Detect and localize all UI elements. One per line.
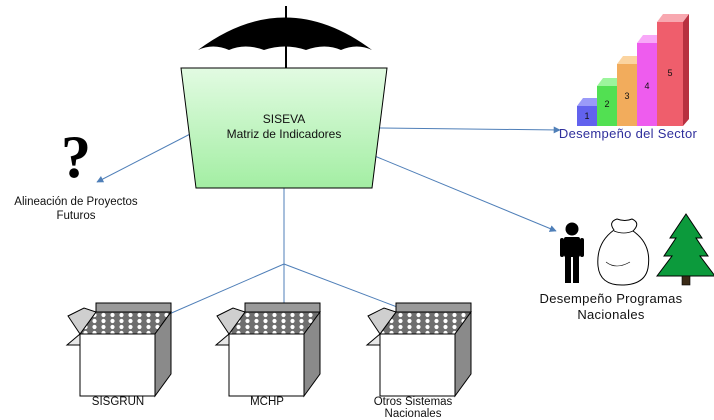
box-icon-otros [365, 302, 472, 398]
box-icon-sisgrun [65, 302, 172, 398]
programs-label-line2: Nacionales [577, 307, 645, 322]
siseva-subtitle: Matriz de Indicadores [226, 127, 342, 141]
system-label-otros-line1: Otros Sistemas [373, 396, 453, 408]
sack-icon [597, 218, 650, 286]
sector-steps-icon [577, 14, 689, 126]
step-label-1: 1 [584, 111, 590, 121]
step-label-2: 2 [604, 99, 610, 109]
question-mark-icon: ? [61, 124, 91, 190]
system-label-otros-line2: Nacionales [384, 408, 442, 420]
box-icon-mchp [214, 302, 321, 398]
umbrella-icon [198, 6, 372, 70]
system-label-mchp: MCHP [250, 396, 284, 408]
step-label-5: 5 [667, 68, 673, 78]
siseva-box[interactable] [180, 67, 388, 189]
siseva-title: SISEVA [262, 112, 306, 126]
step-label-4: 4 [644, 81, 650, 91]
tree-icon [656, 213, 714, 286]
alignment-label-line2: Futuros [56, 210, 96, 222]
step-label-3: 3 [624, 91, 630, 101]
sector-label: Desempeño del Sector [558, 126, 698, 141]
system-label-sisgrun: SISGRUN [91, 396, 145, 408]
programs-label-line1: Desempeño Programas [539, 291, 683, 306]
alignment-label-line1: Alineación de Proyectos [14, 196, 138, 208]
person-icon [560, 222, 584, 283]
